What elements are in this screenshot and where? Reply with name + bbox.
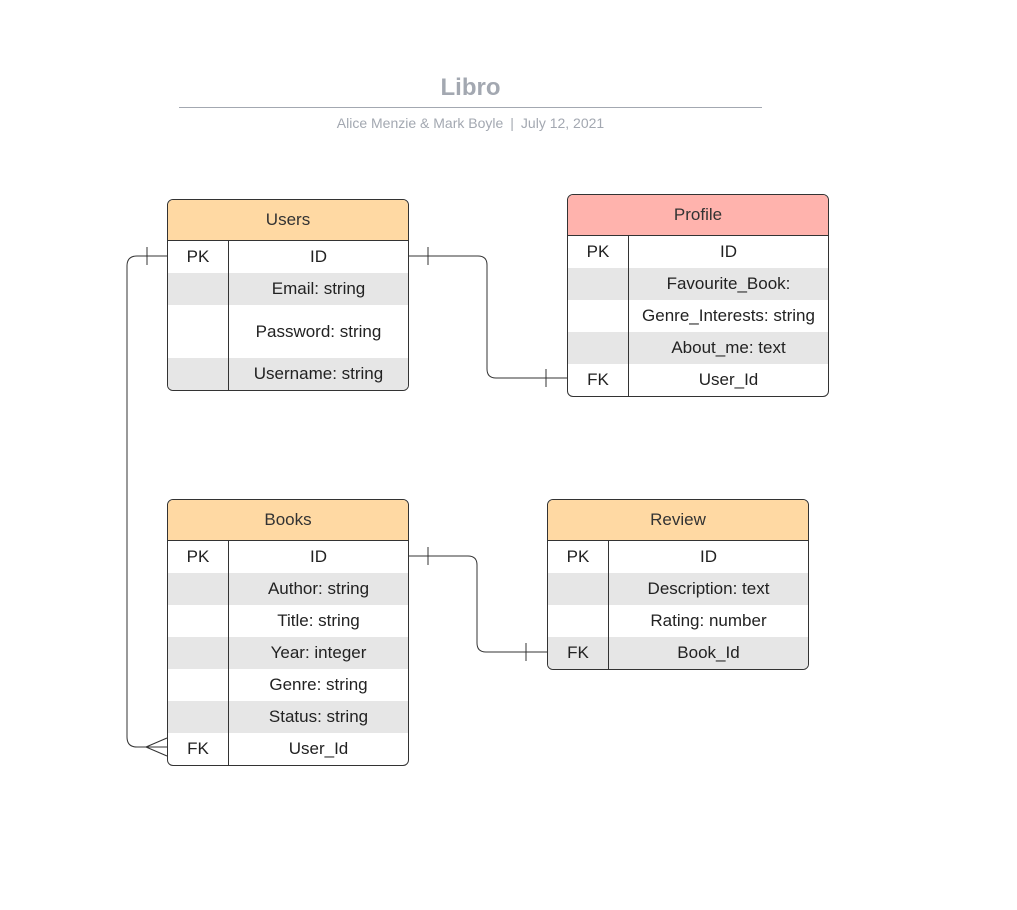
field-cell: Email: string <box>271 279 366 298</box>
table-row: Favourite_Book: <box>568 268 828 300</box>
key-cell: FK <box>568 364 629 396</box>
field-cell: Favourite_Book: <box>666 274 791 293</box>
key-cell <box>548 573 609 605</box>
subtitle-separator: | <box>510 115 514 131</box>
table-row: Username: string <box>168 358 408 390</box>
field-cell: ID <box>310 247 327 266</box>
review-entity-header: Review <box>548 500 808 541</box>
review-entity[interactable]: Review PK ID Description: text Rating: n… <box>547 499 809 670</box>
key-cell <box>568 332 629 364</box>
field-cell: About_me: text <box>671 338 786 357</box>
key-cell <box>568 300 629 332</box>
field-cell: ID <box>700 547 717 566</box>
table-row: Author: string <box>168 573 408 605</box>
table-row: About_me: text <box>568 332 828 364</box>
authors-text: Alice Menzie & Mark Boyle <box>336 115 504 131</box>
field-cell: User_Id <box>288 739 349 758</box>
table-row: PK ID <box>568 236 828 268</box>
table-row: Genre: string <box>168 669 408 701</box>
table-row: Title: string <box>168 605 408 637</box>
title-divider <box>179 107 762 108</box>
diagram-title: Libro <box>440 74 501 101</box>
table-row: Description: text <box>548 573 808 605</box>
field-cell: Book_Id <box>677 643 740 662</box>
profile-entity[interactable]: Profile PK ID Favourite_Book: Genre_Inte… <box>567 194 829 397</box>
key-cell: PK <box>168 541 229 573</box>
table-row: FK User_Id <box>168 733 408 765</box>
table-row: Status: string <box>168 701 408 733</box>
table-row: PK ID <box>168 241 408 273</box>
field-cell: Rating: number <box>650 611 767 630</box>
table-row: Year: integer <box>168 637 408 669</box>
field-cell: ID <box>720 242 737 261</box>
table-row: FK Book_Id <box>548 637 808 669</box>
key-cell: PK <box>168 241 229 273</box>
diagram-subtitle: Alice Menzie & Mark Boyle | July 12, 2021 <box>179 115 762 131</box>
key-cell: PK <box>548 541 609 573</box>
key-cell <box>168 669 229 701</box>
table-row: Rating: number <box>548 605 808 637</box>
field-cell: Password: string <box>255 322 382 341</box>
users-entity[interactable]: Users PK ID Email: string Password: stri… <box>167 199 409 391</box>
key-cell <box>168 637 229 669</box>
field-cell: Username: string <box>253 364 384 383</box>
field-cell: Author: string <box>267 579 370 598</box>
table-row: Password: string <box>168 305 408 358</box>
key-cell <box>168 573 229 605</box>
key-cell <box>168 358 229 390</box>
field-cell: Genre: string <box>269 675 368 694</box>
field-cell: Description: text <box>647 579 770 598</box>
table-row: Email: string <box>168 273 408 305</box>
table-row: PK ID <box>168 541 408 573</box>
field-cell: User_Id <box>698 370 759 389</box>
key-cell: FK <box>168 733 229 765</box>
users-books-many-mark-bottom <box>145 746 168 757</box>
books-review-link <box>407 555 547 653</box>
table-row: PK ID <box>548 541 808 573</box>
key-cell <box>168 605 229 637</box>
field-cell: Title: string <box>277 611 360 630</box>
books-entity-header: Books <box>168 500 408 541</box>
date-text: July 12, 2021 <box>520 115 605 131</box>
users-entity-header: Users <box>168 200 408 241</box>
users-profile-link <box>407 255 567 379</box>
profile-entity-header: Profile <box>568 195 828 236</box>
key-cell: PK <box>568 236 629 268</box>
field-cell: ID <box>310 547 327 566</box>
field-cell: Genre_Interests: string <box>642 306 815 325</box>
users-books-many-mark-top <box>145 737 168 748</box>
key-cell <box>168 305 229 358</box>
field-cell: Year: integer <box>270 643 367 662</box>
table-row: Genre_Interests: string <box>568 300 828 332</box>
field-cell: Status: string <box>268 707 369 726</box>
key-cell <box>568 268 629 300</box>
key-cell <box>168 701 229 733</box>
users-books-link <box>126 255 167 748</box>
key-cell <box>548 605 609 637</box>
books-entity[interactable]: Books PK ID Author: string Title: string… <box>167 499 409 766</box>
table-row: FK User_Id <box>568 364 828 396</box>
key-cell <box>168 273 229 305</box>
key-cell: FK <box>548 637 609 669</box>
